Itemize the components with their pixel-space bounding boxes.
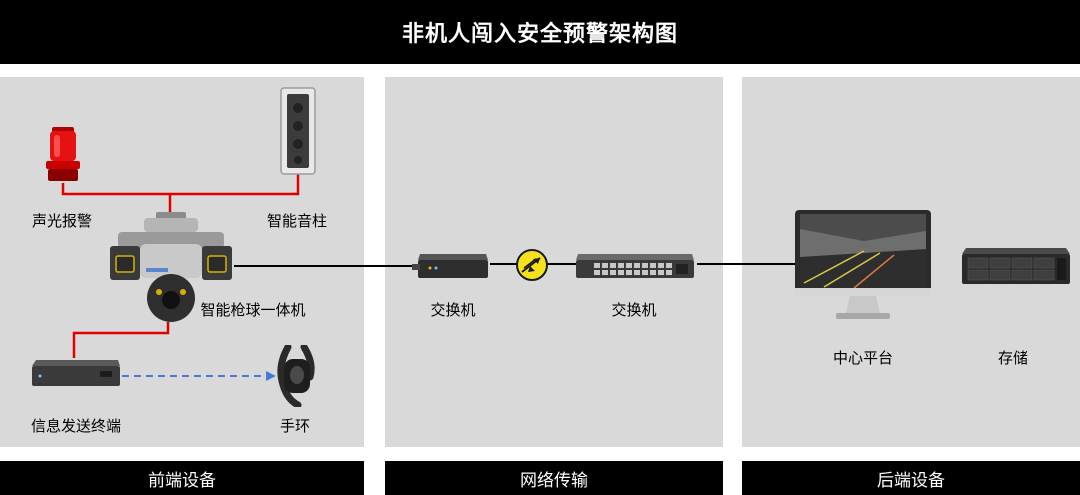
terminal-link-line [72, 322, 170, 358]
wristband-icon [277, 345, 315, 407]
speaker-column-label: 智能音柱 [266, 212, 328, 230]
wristband-label: 手环 [279, 417, 311, 435]
back-section-footer: 后端设备 [742, 461, 1080, 495]
monitor-icon [795, 210, 931, 319]
front-section-footer: 前端设备 [0, 461, 364, 495]
page-title: 非机人闯入安全预警架构图 [0, 0, 1080, 64]
ptz-camera-label: 智能枪球一体机 [200, 301, 306, 319]
alarm-light-label: 声光报警 [31, 212, 93, 230]
ptz-camera-icon [110, 212, 232, 322]
center-platform-label: 中心平台 [832, 349, 894, 367]
alarm-light-icon [46, 127, 80, 181]
switch-small-icon [412, 254, 488, 278]
info-terminal-icon [32, 360, 120, 386]
switch-small-label: 交换机 [430, 301, 476, 319]
fiber-link-icon [516, 249, 548, 281]
switch-large-icon [576, 254, 694, 278]
storage-server-icon [962, 248, 1070, 284]
alarm-link-line [61, 172, 300, 196]
network-section-footer: 网络传输 [385, 461, 723, 495]
storage-label: 存储 [997, 349, 1029, 367]
wireless-arrow-head [266, 371, 276, 381]
info-terminal-label: 信息发送终端 [30, 417, 122, 435]
switch-large-label: 交换机 [611, 301, 657, 319]
speaker-column-icon [280, 87, 316, 175]
